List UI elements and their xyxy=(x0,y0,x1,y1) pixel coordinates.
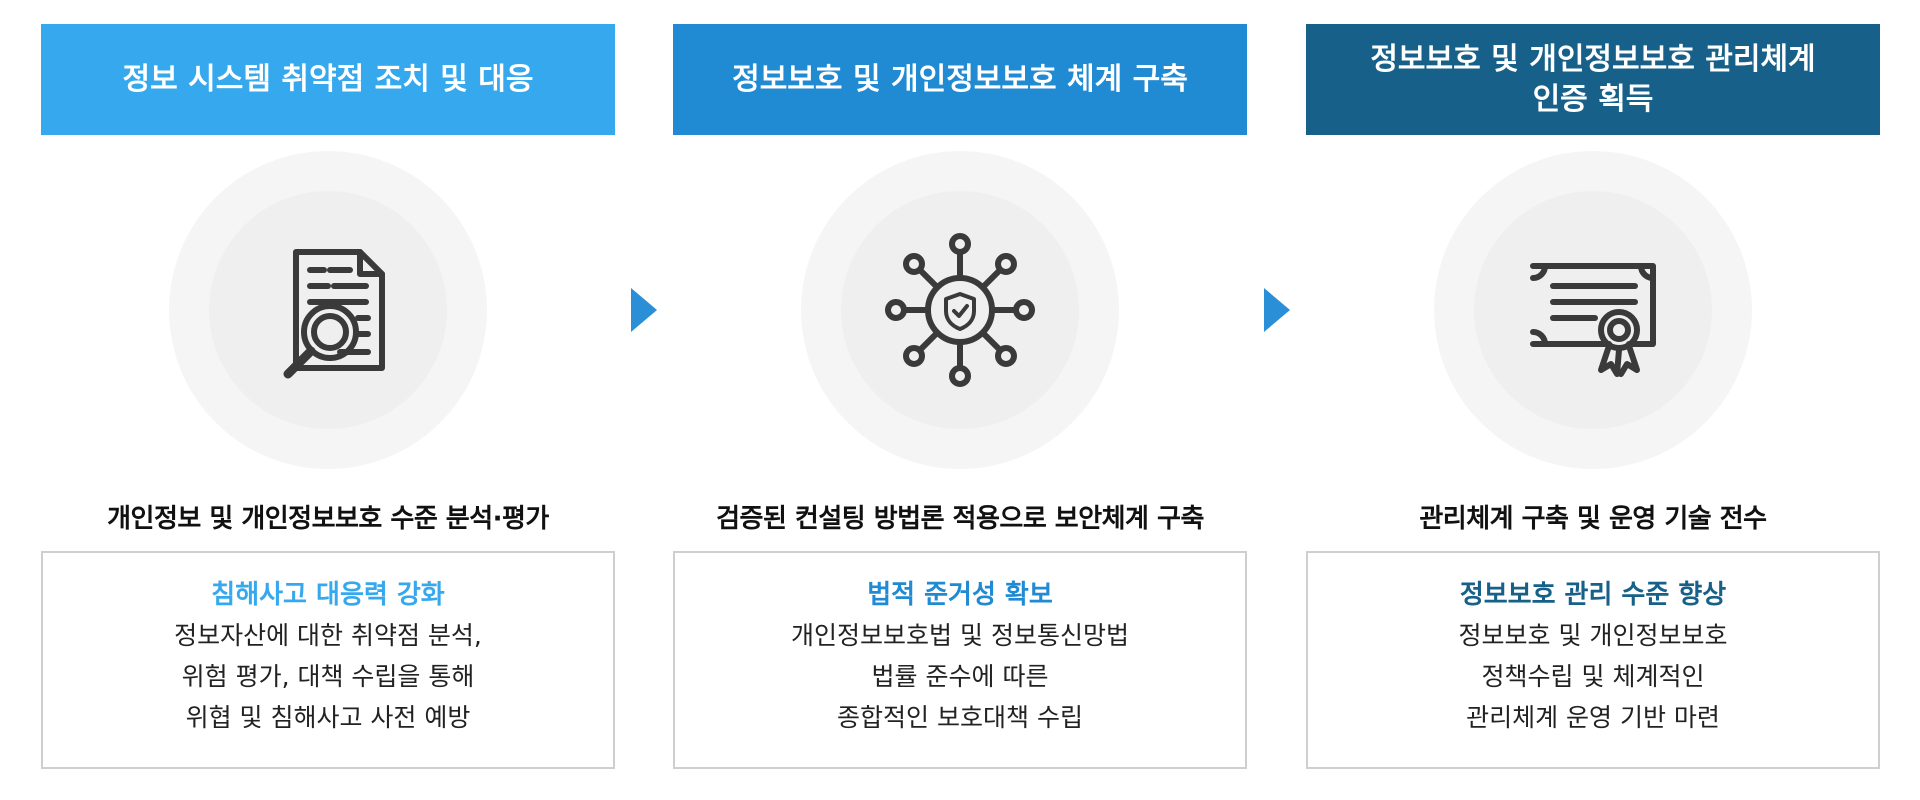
step-2-box-line: 개인정보보호법 및 정보통신망법 xyxy=(791,621,1129,650)
step-3-box-line: 관리체계 운영 기반 마련 xyxy=(1466,703,1720,732)
step-1-box-title: 침해사고 대응력 강화 xyxy=(211,580,445,610)
step-2: 정보보호 및 개인정보보호 체계 구축 검증된 컨설팅 방법론 적용으로 보안체… xyxy=(673,24,1247,784)
step-3-detail-box: 정보보호 관리 수준 향상 정보보호 및 개인정보보호 정책수립 및 체계적인 … xyxy=(1306,551,1880,769)
step-3-header: 정보보호 및 개인정보보호 관리체계 인증 획득 xyxy=(1306,24,1880,135)
step-2-box-title: 법적 준거성 확보 xyxy=(867,580,1053,610)
document-magnifier-icon xyxy=(283,249,385,379)
step-1-subtitle: 개인정보 및 개인정보보호 수준 분석·평가 xyxy=(107,504,549,534)
step-1-header: 정보 시스템 취약점 조치 및 대응 xyxy=(41,24,615,135)
step-2-box-line: 법률 준수에 따른 xyxy=(871,662,1049,691)
step-1-box-line: 위협 및 침해사고 사전 예방 xyxy=(185,703,471,732)
step-2-subtitle: 검증된 컨설팅 방법론 적용으로 보안체계 구축 xyxy=(716,504,1204,534)
certificate-icon xyxy=(1530,263,1656,377)
step-3: 정보보호 및 개인정보보호 관리체계 인증 획득 관리체계 구축 및 운영 기술… xyxy=(1306,24,1880,784)
step-1-box-line: 위험 평가, 대책 수립을 통해 xyxy=(181,662,475,691)
step-3-icon-circle xyxy=(1434,151,1752,469)
arrow-right-icon xyxy=(1264,288,1290,332)
step-2-header: 정보보호 및 개인정보보호 체계 구축 xyxy=(673,24,1247,135)
shield-network-icon xyxy=(885,233,1035,387)
step-3-subtitle: 관리체계 구축 및 운영 기술 전수 xyxy=(1419,504,1767,534)
arrow-right-icon xyxy=(631,288,657,332)
step-3-box-title: 정보보호 관리 수준 향상 xyxy=(1459,580,1727,610)
step-2-box-line: 종합적인 보호대책 수립 xyxy=(837,703,1083,732)
step-3-box-line: 정책수립 및 체계적인 xyxy=(1481,662,1705,691)
step-2-icon-circle xyxy=(801,151,1119,469)
step-2-detail-box: 법적 준거성 확보 개인정보보호법 및 정보통신망법 법률 준수에 따른 종합적… xyxy=(673,551,1247,769)
step-1-box-line: 정보자산에 대한 취약점 분석, xyxy=(174,621,482,650)
step-1-icon-circle xyxy=(169,151,487,469)
step-1-detail-box: 침해사고 대응력 강화 정보자산에 대한 취약점 분석, 위험 평가, 대책 수… xyxy=(41,551,615,769)
step-1: 정보 시스템 취약점 조치 및 대응 개인정보 및 개인정보보호 수준 분석·평… xyxy=(41,24,615,784)
step-3-box-line: 정보보호 및 개인정보보호 xyxy=(1458,621,1728,650)
